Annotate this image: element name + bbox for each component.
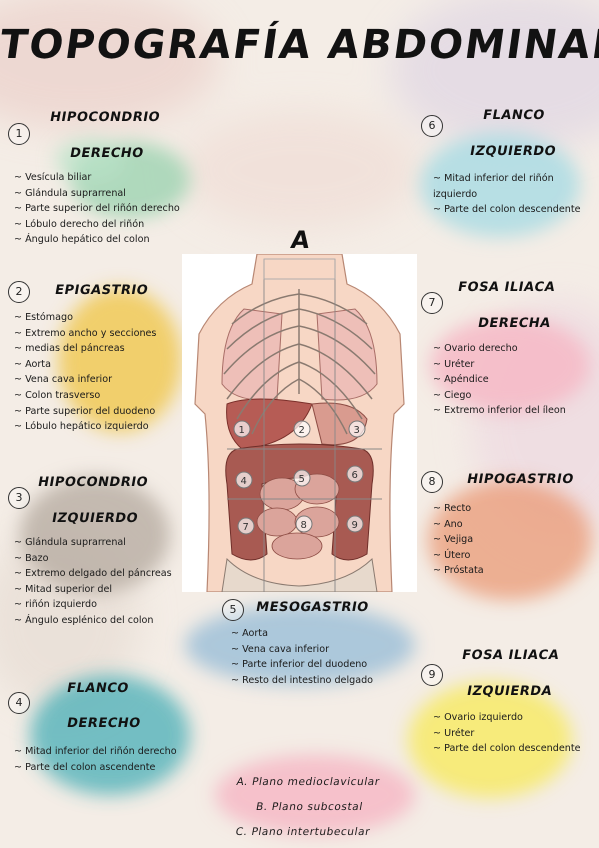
plane-b-label: B. Plano subcostal (255, 801, 364, 813)
rib-cage (223, 289, 376, 435)
region-6-heading-line2: izquierdo (468, 144, 558, 159)
list-item: Útero (433, 548, 484, 564)
list-item: Apéndice (433, 372, 566, 388)
list-item: Mitad inferior del riñón izquierdo (433, 171, 599, 202)
list-item: Extremo delgado del páncreas (14, 566, 172, 582)
region-4-list: Mitad inferior del riñón derecho Parte d… (14, 744, 177, 776)
list-item: Lóbulo hepático izquierdo (14, 419, 156, 435)
list-item: Próstata (433, 563, 484, 579)
list-item: Ángulo hepático del colon (14, 232, 180, 248)
region-number-markers: 1 2 3 4 5 6 7 8 9 (233, 420, 366, 535)
region-5-list: Aorta Vena cava inferior Parte inferior … (231, 626, 373, 688)
list-item: Vejiga (433, 532, 484, 548)
fig-number-7: 7 (243, 522, 249, 533)
list-item: Extremo inferior del íleon (433, 403, 566, 419)
list-item: Lóbulo derecho del riñón (14, 217, 180, 233)
fig-number-2: 2 (299, 425, 305, 436)
page-title: TOPOGRAFÍA ABDOMINAL (0, 22, 599, 68)
region-5-heading: Mesogastrio (254, 600, 370, 615)
region-8-heading: Hipogastrio (465, 472, 575, 487)
region-4-number: 4 (8, 692, 30, 714)
region-7-list: Ovario derecho Uréter Apéndice Ciego Ext… (433, 341, 566, 419)
region-3-heading-line2: izquierdo (50, 511, 140, 526)
list-item: Mitad inferior del riñón derecho (14, 744, 176, 760)
region-3-list: Glándula suprarrenal Bazo Extremo delgad… (14, 535, 172, 629)
list-item: Resto del intestino delgado (231, 673, 373, 689)
plane-letter-a: A (289, 226, 312, 254)
region-1-number: 1 (8, 123, 30, 145)
region-2-number: 2 (8, 281, 30, 303)
list-item: Parte inferior del duodeno (231, 657, 373, 673)
region-4-heading-line2: derecho (65, 716, 142, 731)
list-item: Vena cava inferior (14, 372, 156, 388)
anatomy-figure: 1 2 3 4 5 6 7 8 9 (182, 254, 417, 592)
list-item: Recto (433, 501, 484, 517)
list-item: Uréter (433, 726, 581, 742)
list-item: Colon trasverso (14, 388, 156, 404)
fig-number-3: 3 (354, 425, 360, 436)
region-9-list: Ovario izquierdo Uréter Parte del colon … (433, 710, 581, 757)
list-item: Parte del colon descendente (433, 741, 580, 757)
list-item: Aorta (14, 357, 156, 373)
region-2-heading: Epigastrio (53, 283, 150, 298)
region-1-heading-line2: derecho (68, 146, 145, 161)
plane-a-label: A. Plano medioclavicular (235, 776, 381, 788)
region-9-heading-line1: Fosa iliaca (460, 648, 561, 663)
region-8-list: Recto Ano Vejiga Útero Próstata (433, 501, 484, 579)
region-1-list: Vesícula biliar Glándula suprarrenal Par… (14, 170, 180, 248)
list-item: Aorta (231, 626, 373, 642)
fig-number-8: 8 (301, 520, 307, 531)
region-9-number: 9 (421, 664, 443, 686)
fig-number-4: 4 (241, 476, 247, 487)
region-8-number: 8 (421, 471, 443, 493)
fig-number-5: 5 (299, 474, 305, 485)
region-grid (227, 258, 382, 592)
region-7-heading-line1: Fosa iliaca (456, 280, 557, 295)
region-4-heading-line1: Flanco (65, 681, 131, 696)
region-5-number: 5 (222, 599, 244, 621)
list-item: Ángulo esplénico del colon (14, 613, 172, 629)
planes-legend: A. Plano medioclavicular B. Plano subcos… (225, 770, 398, 845)
list-item: Extremo ancho y secciones (14, 326, 156, 342)
list-item-continuation: riñón izquierdo (14, 597, 172, 613)
fig-number-9: 9 (352, 520, 358, 531)
list-item: Parte del colon ascendente (14, 760, 177, 776)
region-7-heading-line2: derecha (476, 316, 552, 331)
list-item: Vesícula biliar (14, 170, 180, 186)
region-6-heading-line1: Flanco (481, 108, 547, 123)
list-item: Ciego (433, 388, 566, 404)
region-3-heading-line1: Hipocondrio (36, 475, 150, 490)
region-7-number: 7 (421, 292, 443, 314)
list-item: Bazo (14, 551, 172, 567)
list-item: Uréter (433, 357, 566, 373)
pelvis (221, 557, 378, 592)
list-item: Mitad superior del (14, 582, 172, 598)
fig-number-6: 6 (352, 470, 358, 481)
region-6-number: 6 (421, 115, 443, 137)
fig-number-1: 1 (239, 425, 245, 436)
liver (226, 398, 313, 450)
list-item: Glándula suprarrenal (14, 186, 180, 202)
list-item: Glándula suprarrenal (14, 535, 172, 551)
list-item: Vena cava inferior (231, 642, 373, 658)
region-3-number: 3 (8, 487, 30, 509)
region-1-heading-line1: Hipocondrio (48, 110, 162, 125)
list-item: Parte superior del riñón derecho (14, 201, 180, 217)
region-6-list: Mitad inferior del riñón izquierdo Parte… (433, 171, 599, 218)
list-item: Estómago (14, 310, 156, 326)
plane-c-label: C. Plano intertubecular (234, 826, 372, 838)
list-item: Ovario izquierdo (433, 710, 581, 726)
torso-illustration: 1 2 3 4 5 6 7 8 9 (194, 254, 405, 592)
list-item: Parte superior del duodeno (14, 404, 156, 420)
region-9-heading-line2: izquierda (465, 684, 554, 699)
region-2-list: Estómago Extremo ancho y secciones media… (14, 310, 156, 435)
blob-planes (215, 755, 415, 835)
list-item: Ano (433, 517, 484, 533)
list-item: Ovario derecho (433, 341, 566, 357)
list-item: Parte del colon descendente (433, 202, 599, 218)
list-item-continuation: medias del páncreas (14, 341, 156, 357)
